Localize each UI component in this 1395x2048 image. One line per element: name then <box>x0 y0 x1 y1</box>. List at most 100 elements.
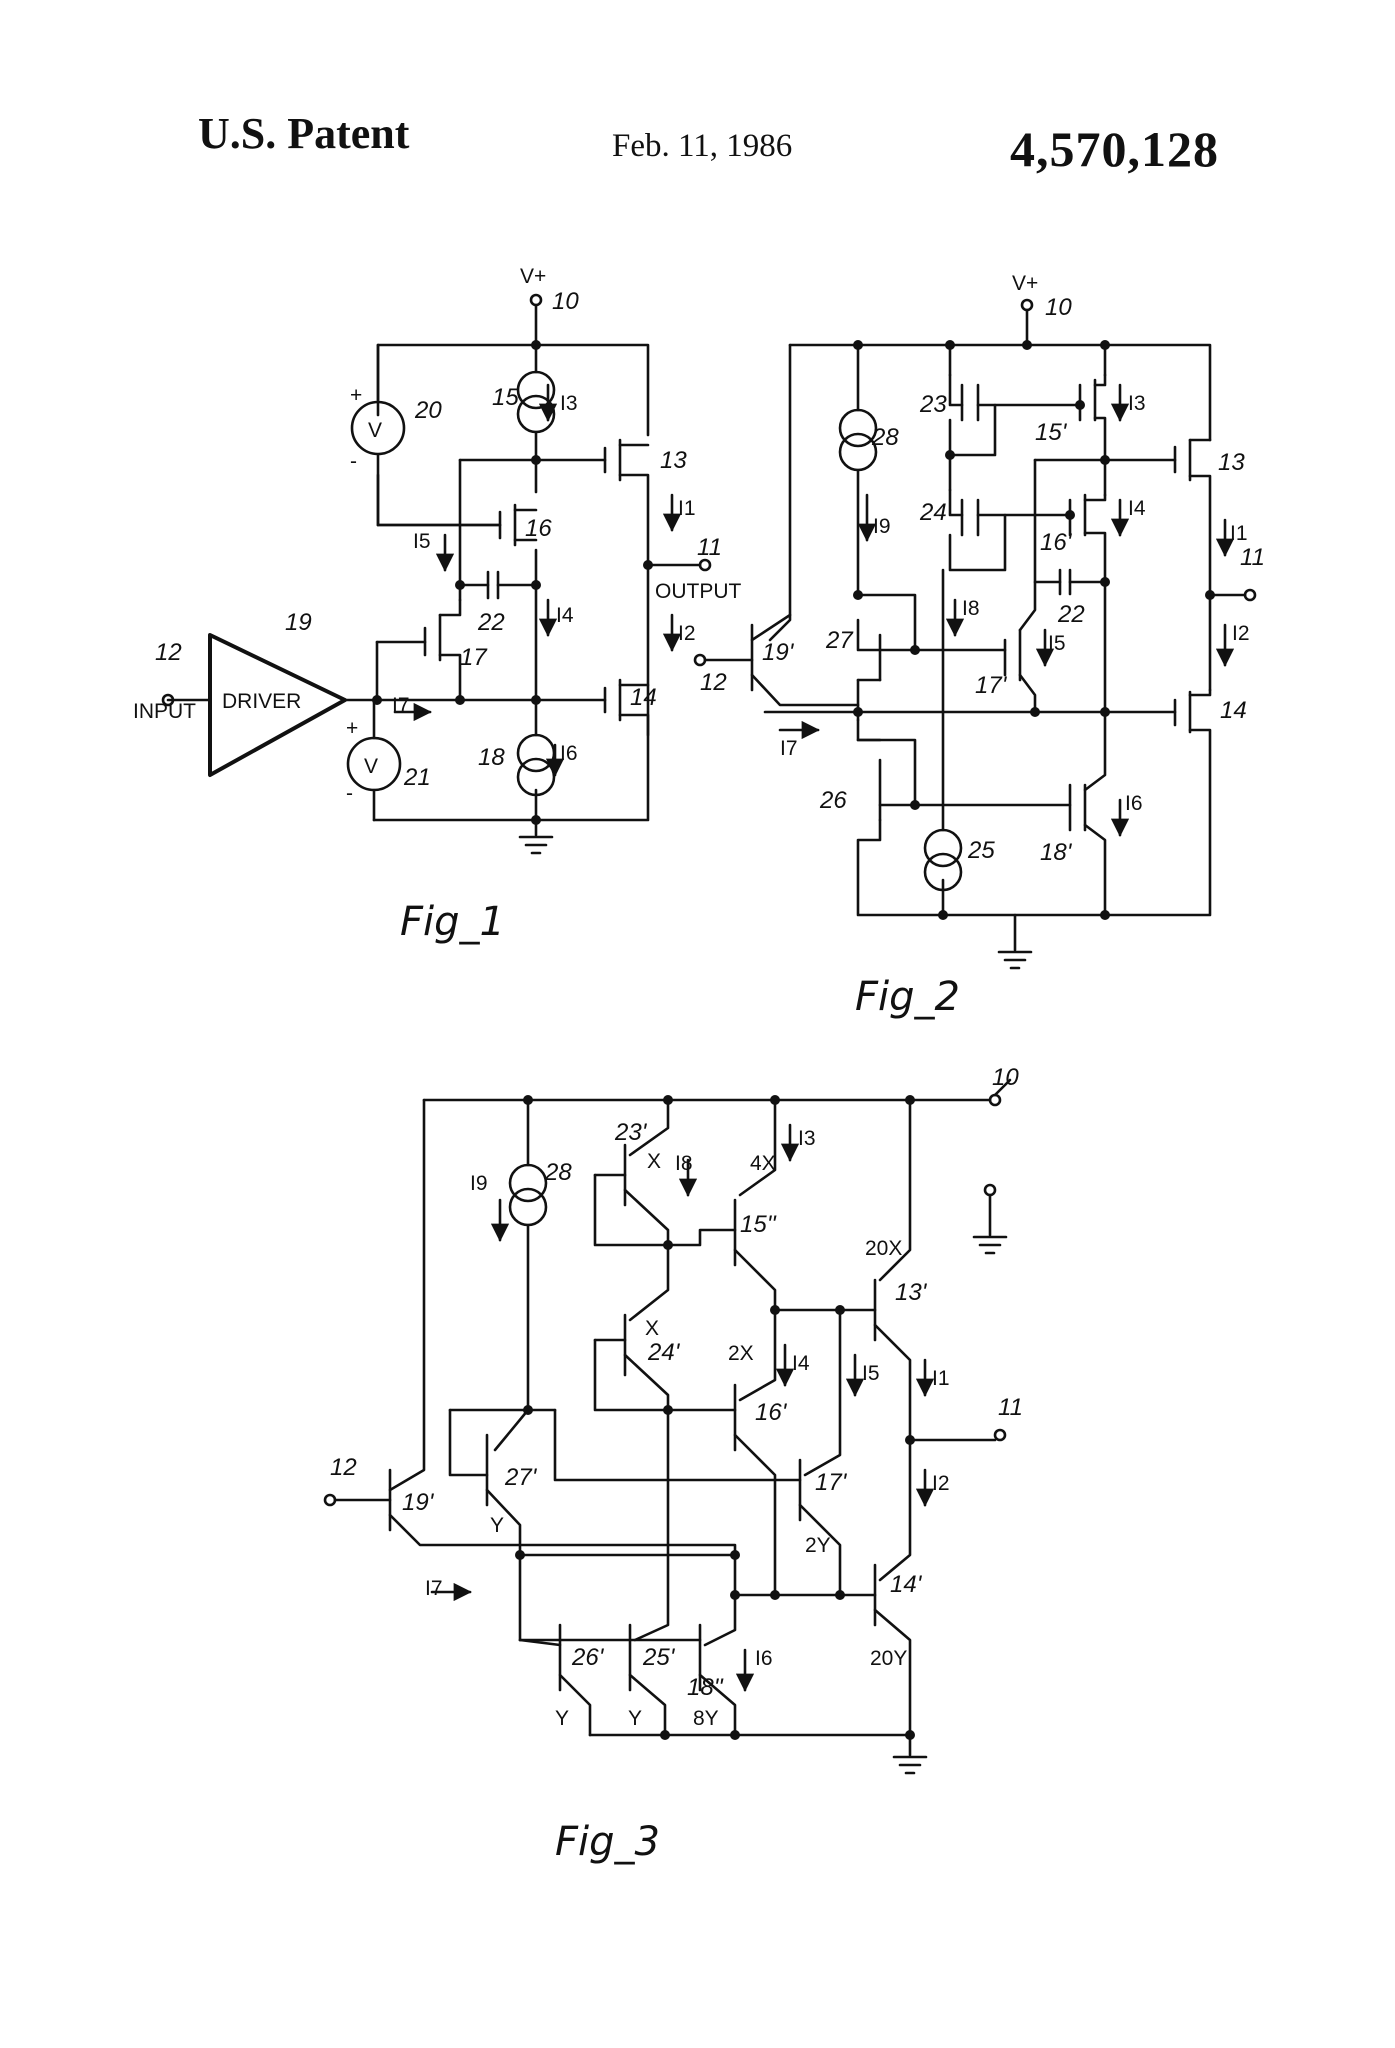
fig1-current-arrows <box>393 383 682 777</box>
input-label: INPUT <box>133 700 196 723</box>
fig2-i7: I7 <box>780 737 798 760</box>
fig3-ref-12: 12 <box>330 1454 357 1481</box>
fig2-vplus-terminal-icon <box>1020 298 1034 312</box>
fig2-i6: I6 <box>1125 792 1143 815</box>
fig2-ref-22: 22 <box>1057 601 1085 628</box>
fig1-i4: I4 <box>556 604 574 627</box>
fig3-ref-10: 10 <box>992 1064 1019 1091</box>
fig2-i3: I3 <box>1128 392 1146 415</box>
patent-number: 4,570,128 <box>1010 121 1219 177</box>
fig2-ref-13: 13 <box>1218 449 1245 476</box>
figure-3-circuit: 10 23' X I8 4X I3 28 I9 15'' 20X 13' X 2… <box>323 1064 1023 1865</box>
fig3-scale-20y: 20Y <box>870 1647 907 1670</box>
fig1-plus-20: + <box>350 384 362 407</box>
driver-label: DRIVER <box>222 690 301 713</box>
fig1-voltage-source-21-icon <box>346 736 402 792</box>
fig2-ref-25: 25 <box>967 837 995 864</box>
fig3-i6: I6 <box>755 1647 773 1670</box>
fig3-ref-11: 11 <box>998 1394 1023 1421</box>
fig1-ref-11: 11 <box>697 534 722 561</box>
fig3-i2: I2 <box>932 1472 950 1495</box>
fig3-scale-y1: Y <box>490 1514 504 1537</box>
fig3-scale-20x: 20X <box>865 1237 902 1260</box>
fig3-ref-19: 19' <box>402 1489 435 1516</box>
fig3-terminal-10-icon <box>988 1093 1002 1107</box>
fig3-i9: I9 <box>470 1172 488 1195</box>
fig1-i6: I6 <box>560 742 578 765</box>
fig3-ref-15: 15'' <box>740 1211 777 1238</box>
fig2-current-source-25-icon <box>923 828 963 892</box>
fig1-i1: I1 <box>678 497 696 520</box>
fig3-ref-13: 13' <box>895 1279 928 1306</box>
fig3-scale-y3: Y <box>628 1707 642 1730</box>
fig3-ref-24: 24' <box>647 1339 681 1366</box>
fig1-ref-16: 16 <box>525 515 552 542</box>
fig2-ref-28: 28 <box>871 424 899 451</box>
fig3-i5: I5 <box>862 1362 880 1385</box>
fig3-ref-17: 17' <box>815 1469 848 1496</box>
fig3-input-terminal-icon <box>323 1493 337 1507</box>
fig2-current-source-28-icon <box>838 408 878 472</box>
fig3-i1: I1 <box>932 1367 950 1390</box>
fig2-ref-23: 23 <box>919 391 947 418</box>
fig1-current-source-18-icon <box>516 733 556 797</box>
fig1-v-20-label: V <box>368 419 382 442</box>
fig1-ref-10: 10 <box>552 288 579 315</box>
fig1-ref-20: 20 <box>414 397 442 424</box>
fig2-junction-dots <box>853 340 1215 920</box>
fig1-ref-17: 17 <box>460 644 488 671</box>
fig2-i9: I9 <box>873 515 891 538</box>
fig3-ref-28: 28 <box>544 1159 572 1186</box>
figure-2-caption: Fig_2 <box>855 974 960 1020</box>
fig1-i3: I3 <box>560 392 578 415</box>
fig3-i3: I3 <box>798 1127 816 1150</box>
fig3-aux-terminal-icon <box>983 1183 997 1197</box>
fig3-ref-14: 14' <box>890 1571 923 1598</box>
fig1-ref-19: 19 <box>285 609 312 636</box>
fig1-ref-22: 22 <box>477 609 505 636</box>
fig1-ref-12: 12 <box>155 639 182 666</box>
figure-1-circuit: V+ 10 <box>133 265 742 945</box>
fig3-i7: I7 <box>425 1577 443 1600</box>
fig3-scale-2x: 2X <box>728 1342 754 1365</box>
fig3-current-source-28-icon <box>508 1163 548 1227</box>
fig3-ref-26: 26' <box>571 1644 605 1671</box>
fig1-v-21-label: V <box>364 755 378 778</box>
fig1-i2: I2 <box>678 622 696 645</box>
fig3-scale-2y: 2Y <box>805 1534 831 1557</box>
fig1-minus-20: - <box>350 450 357 473</box>
fig1-ref-14: 14 <box>630 684 657 711</box>
fig1-vplus-label: V+ <box>520 265 546 288</box>
fig1-wires <box>166 303 702 855</box>
fig3-wires <box>323 1078 1012 1775</box>
driver-amplifier-icon <box>208 633 347 777</box>
fig1-minus-21: - <box>346 782 353 805</box>
fig2-ref-12: 12 <box>700 669 727 696</box>
fig3-i8: I8 <box>675 1152 693 1175</box>
fig2-ref-18: 18' <box>1040 839 1073 866</box>
fig1-junction-dots <box>372 340 653 825</box>
fig3-scale-x1: X <box>647 1150 661 1173</box>
figure-1-caption: Fig_1 <box>400 899 505 945</box>
fig3-output-terminal-icon <box>993 1428 1007 1442</box>
output-terminal-icon <box>698 558 712 572</box>
patent-date: Feb. 11, 1986 <box>612 128 793 164</box>
figure-2-circuit: V+ 10 <box>693 272 1265 1020</box>
patent-label: U.S. Patent <box>198 109 410 158</box>
fig2-ref-14: 14 <box>1220 697 1247 724</box>
fig3-ref-23: 23' <box>614 1119 648 1146</box>
fig2-ref-16: 16' <box>1040 529 1073 556</box>
fig3-ref-18: 18'' <box>687 1674 724 1701</box>
output-label: OUTPUT <box>655 580 742 603</box>
fig1-ref-15: 15 <box>492 384 519 411</box>
fig1-ref-21: 21 <box>403 764 431 791</box>
fig2-ref-10: 10 <box>1045 294 1072 321</box>
fig2-i1: I1 <box>1230 522 1248 545</box>
fig1-ref-18: 18 <box>478 744 505 771</box>
fig3-ref-27: 27' <box>504 1464 538 1491</box>
fig2-ref-11: 11 <box>1240 544 1265 571</box>
fig2-ref-24: 24 <box>919 499 947 526</box>
fig3-current-arrows <box>430 1123 935 1692</box>
fig3-scale-y2: Y <box>555 1707 569 1730</box>
